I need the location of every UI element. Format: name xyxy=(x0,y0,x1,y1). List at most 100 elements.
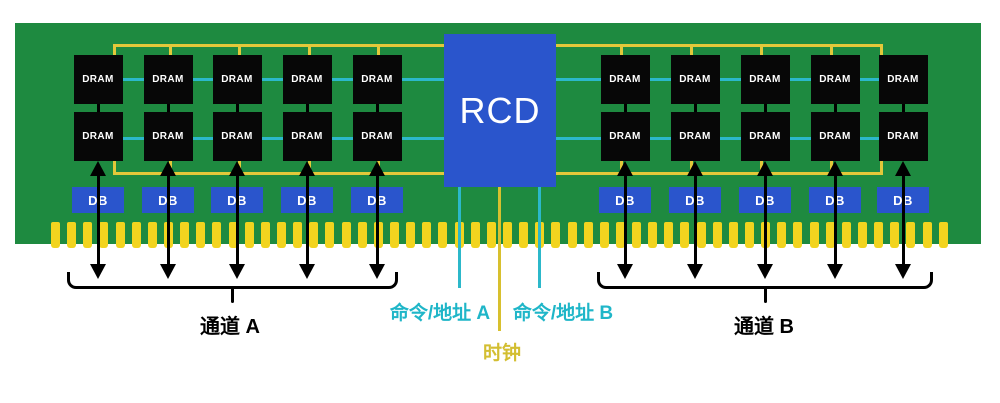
edge-connector-pins xyxy=(51,222,948,248)
arrow-up-head xyxy=(229,161,245,176)
arrow-down-head xyxy=(229,264,245,279)
connector-pin xyxy=(906,222,916,248)
clock-line xyxy=(498,187,501,331)
connector-pin xyxy=(422,222,432,248)
clock-label: 时钟 xyxy=(482,343,521,364)
arrow-down-head xyxy=(827,264,843,279)
data-arrow xyxy=(827,161,843,279)
dram-chip-label: DRAM xyxy=(152,74,184,85)
cmd-addr-b-label: 命令/地址 B xyxy=(512,303,614,324)
gold-bus-drop xyxy=(880,47,883,56)
dram-chip: DRAM xyxy=(600,55,650,104)
connector-pin xyxy=(325,222,335,248)
arrow-up-head xyxy=(90,161,106,176)
connector-pin xyxy=(51,222,60,248)
connector-pin xyxy=(502,222,512,248)
arrow-shaft xyxy=(96,171,100,268)
gold-bus-drop xyxy=(830,47,833,56)
connector-pin xyxy=(147,222,157,248)
dram-chip-label: DRAM xyxy=(361,74,393,85)
channel-a-brace-tick xyxy=(231,289,234,303)
dram-chip: DRAM xyxy=(740,55,790,104)
arrow-up-head xyxy=(687,161,703,176)
gold-bus-drop xyxy=(620,47,623,56)
arrow-down-head xyxy=(895,264,911,279)
dram-chip-label: DRAM xyxy=(609,131,641,142)
connector-pin xyxy=(260,222,270,248)
arrow-down-head xyxy=(369,264,385,279)
connector-pin xyxy=(696,222,706,248)
channel-b-brace-tick xyxy=(764,289,767,303)
dram-rank-connector xyxy=(96,104,100,112)
arrow-up-head xyxy=(160,161,176,176)
data-arrow xyxy=(687,161,703,279)
arrow-up-head xyxy=(617,161,633,176)
arrow-down-head xyxy=(90,264,106,279)
connector-pin xyxy=(841,222,851,248)
dram-chip: DRAM xyxy=(282,112,332,161)
dram-chip: DRAM xyxy=(670,55,720,104)
dram-chip: DRAM xyxy=(352,112,402,161)
arrow-up-head xyxy=(895,161,911,176)
dram-chip: DRAM xyxy=(282,55,332,104)
connector-pin xyxy=(293,222,303,248)
arrow-shaft xyxy=(166,171,170,268)
dram-chip: DRAM xyxy=(352,55,402,104)
dram-chip: DRAM xyxy=(810,112,860,161)
arrow-shaft xyxy=(623,171,627,268)
dram-rank-connector xyxy=(305,104,309,112)
dram-chip: DRAM xyxy=(878,112,928,161)
gold-bus-drop xyxy=(238,47,241,56)
rcd-label: RCD xyxy=(459,89,541,131)
gold-bus-drop xyxy=(760,47,763,56)
arrow-shaft xyxy=(235,171,239,268)
arrow-shaft xyxy=(763,171,767,268)
channel-a-brace xyxy=(67,272,398,289)
cmd-addr-b-line xyxy=(538,187,541,288)
dram-chip-label: DRAM xyxy=(291,131,323,142)
data-arrow xyxy=(369,161,385,279)
connector-pin xyxy=(83,222,93,248)
cmd-addr-a-label: 命令/地址 A xyxy=(389,303,491,324)
gold-bus-riser xyxy=(113,161,116,172)
dram-chip-label: DRAM xyxy=(221,74,253,85)
dram-chip-label: DRAM xyxy=(887,131,919,142)
connector-pin xyxy=(551,222,561,248)
dram-rank-connector xyxy=(375,104,379,112)
data-arrow xyxy=(617,161,633,279)
dram-chip-label: DRAM xyxy=(749,131,781,142)
connector-pin xyxy=(180,222,190,248)
connector-pin xyxy=(212,222,222,248)
dram-chip: DRAM xyxy=(73,55,123,104)
dram-chip-label: DRAM xyxy=(152,131,184,142)
connector-pin xyxy=(728,222,738,248)
dram-chip: DRAM xyxy=(600,112,650,161)
data-arrow xyxy=(757,161,773,279)
dram-chip-label: DRAM xyxy=(82,131,114,142)
channel-b-brace xyxy=(597,272,933,289)
connector-pin xyxy=(858,222,868,248)
connector-pin xyxy=(389,222,399,248)
connector-pin xyxy=(567,222,577,248)
dram-chip: DRAM xyxy=(212,112,262,161)
arrow-shaft xyxy=(901,171,905,268)
connector-pin xyxy=(890,222,900,248)
dram-chip: DRAM xyxy=(740,112,790,161)
connector-pin xyxy=(809,222,819,248)
dram-rank-connector xyxy=(623,104,627,112)
rcd-chip: RCD xyxy=(444,34,556,187)
arrow-shaft xyxy=(305,171,309,268)
arrow-shaft xyxy=(693,171,697,268)
connector-pin xyxy=(470,222,480,248)
channel-a-label: 通道 A xyxy=(200,316,260,338)
dram-rank-connector xyxy=(901,104,905,112)
dram-rank-connector xyxy=(763,104,767,112)
connector-pin xyxy=(938,222,948,248)
dram-chip-label: DRAM xyxy=(819,131,851,142)
dram-chip-label: DRAM xyxy=(291,74,323,85)
gold-bus-drop xyxy=(169,47,172,56)
connector-pin xyxy=(276,222,286,248)
dram-chip-label: DRAM xyxy=(749,74,781,85)
data-arrow xyxy=(299,161,315,279)
